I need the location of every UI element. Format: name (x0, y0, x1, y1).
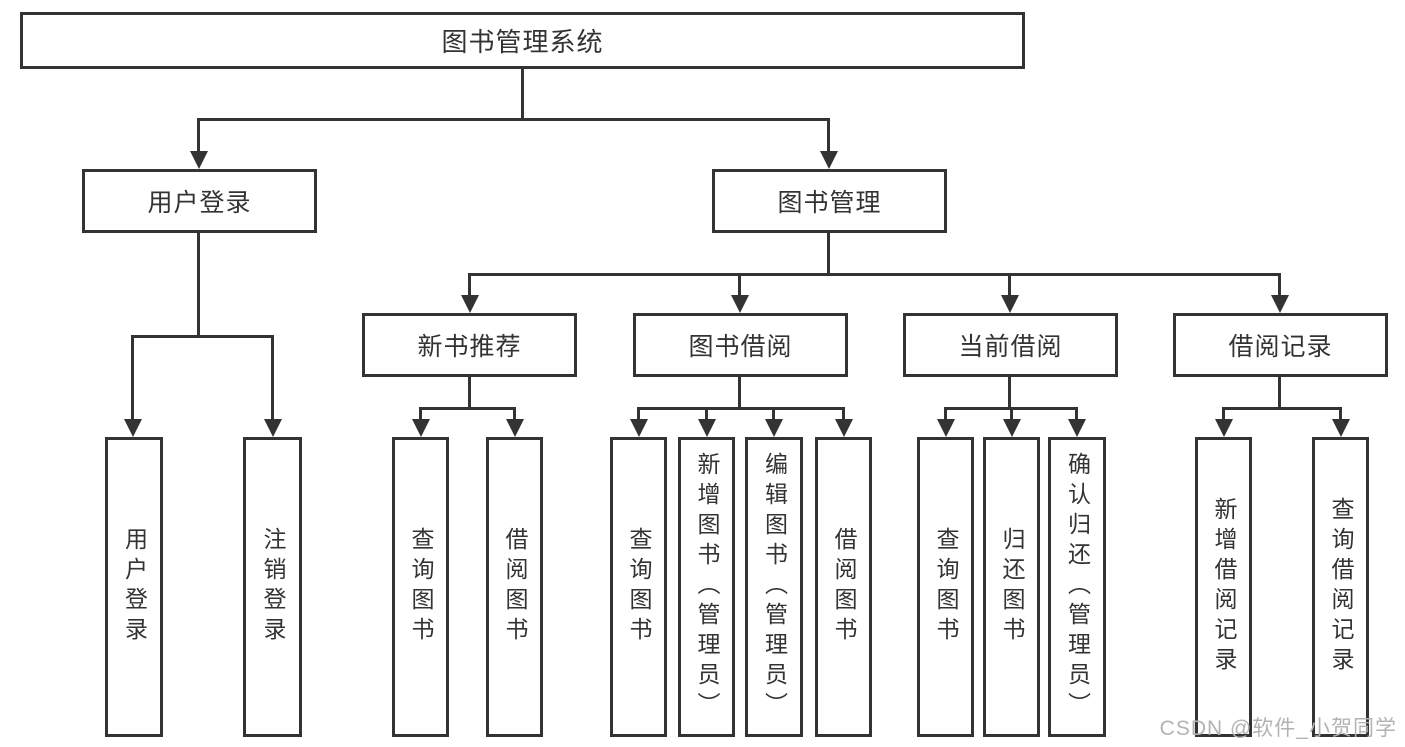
arrowhead-bb-child3 (765, 419, 783, 437)
arrowhead-nb-child2 (506, 419, 524, 437)
arrowhead-bb-child2 (698, 419, 716, 437)
line-user-login-branch (131, 335, 274, 338)
leaf-bb-query-books-label: 查询图书 (626, 527, 652, 647)
line-borrowing-branch (637, 407, 845, 410)
line-records-down (1278, 376, 1281, 407)
leaf-cb-return-books: 归还图书 (983, 437, 1040, 737)
arrowhead-cb-child1 (937, 419, 955, 437)
leaf-nb-borrow-books: 借阅图书 (486, 437, 543, 737)
arrowhead-to-borrow-records (1271, 295, 1289, 313)
line-to-new-books (468, 273, 471, 297)
node-user-login: 用户登录 (82, 169, 317, 233)
leaf-bb-query-books: 查询图书 (610, 437, 667, 737)
leaf-nb-query-books-label: 查询图书 (408, 527, 434, 647)
node-current-borrowing: 当前借阅 (903, 313, 1118, 377)
node-book-mgmt: 图书管理 (712, 169, 947, 233)
arrowhead-rc-child1 (1215, 419, 1233, 437)
leaf-cb-confirm-return-admin: 确认归还（管理员） (1048, 437, 1106, 737)
leaf-rc-query-record-label: 查询借阅记录 (1328, 497, 1354, 677)
line-rc-child1 (1222, 407, 1225, 421)
leaf-rc-add-record: 新增借阅记录 (1195, 437, 1252, 737)
line-to-current-borrow (1008, 273, 1011, 297)
line-book-mgmt-down (827, 232, 830, 273)
leaf-bb-add-books-admin-label: 新增图书（管理员） (694, 452, 720, 722)
line-user-login-down (197, 232, 200, 335)
line-nb-child2 (513, 407, 516, 421)
line-bb-child2 (705, 407, 708, 421)
csdn-watermark: CSDN @软件_小贺同学 (1159, 717, 1397, 740)
arrowhead-bb-child4 (835, 419, 853, 437)
arrowhead-to-logout-leaf (264, 419, 282, 437)
line-book-mgmt-branch (468, 273, 1281, 276)
arrowhead-bb-child1 (630, 419, 648, 437)
line-borrowing-down (738, 376, 741, 407)
leaf-bb-add-books-admin: 新增图书（管理员） (678, 437, 735, 737)
line-bb-child4 (842, 407, 845, 421)
line-level1-branch (197, 118, 830, 121)
line-current-down (1008, 376, 1011, 407)
line-bb-child3 (772, 407, 775, 421)
leaf-rc-query-record: 查询借阅记录 (1312, 437, 1369, 737)
leaf-user-login-label: 用户登录 (121, 527, 148, 647)
line-cb-child3 (1075, 407, 1078, 421)
line-to-logout-leaf (271, 335, 274, 421)
line-root-trunk (521, 69, 524, 118)
arrowhead-to-user-login (190, 151, 208, 169)
line-cb-child2 (1010, 407, 1013, 421)
node-book-borrowing: 图书借阅 (633, 313, 848, 377)
leaf-bb-borrow-books-label: 借阅图书 (831, 527, 857, 647)
leaf-cb-confirm-return-admin-label: 确认归还（管理员） (1064, 452, 1091, 722)
arrowhead-cb-child3 (1068, 419, 1086, 437)
leaf-bb-edit-books-admin: 编辑图书（管理员） (745, 437, 803, 737)
leaf-rc-add-record-label: 新增借阅记录 (1211, 497, 1237, 677)
arrowhead-rc-child2 (1332, 419, 1350, 437)
leaf-cb-return-books-label: 归还图书 (999, 527, 1025, 647)
leaf-logout-label: 注销登录 (260, 527, 286, 647)
line-new-books-down (468, 376, 471, 407)
line-nb-child1 (419, 407, 422, 421)
line-bb-child1 (637, 407, 640, 421)
line-to-user-login (197, 118, 200, 152)
leaf-user-login: 用户登录 (105, 437, 163, 737)
arrowhead-to-current-borrow (1001, 295, 1019, 313)
line-rc-child2 (1339, 407, 1342, 421)
line-new-books-branch (419, 407, 516, 410)
leaf-nb-query-books: 查询图书 (392, 437, 449, 737)
arrowhead-cb-child2 (1003, 419, 1021, 437)
node-new-book-recommend: 新书推荐 (362, 313, 577, 377)
line-to-book-mgmt (827, 118, 830, 152)
line-cb-child1 (944, 407, 947, 421)
node-library-system: 图书管理系统 (20, 12, 1025, 69)
leaf-nb-borrow-books-label: 借阅图书 (502, 527, 528, 647)
arrowhead-to-borrowing (731, 295, 749, 313)
arrowhead-to-new-books (461, 295, 479, 313)
leaf-cb-query-books-label: 查询图书 (933, 527, 959, 647)
arrowhead-to-login-leaf (124, 419, 142, 437)
leaf-cb-query-books: 查询图书 (917, 437, 974, 737)
node-borrowing-records: 借阅记录 (1173, 313, 1388, 377)
line-to-borrow-records (1278, 273, 1281, 297)
leaf-logout: 注销登录 (243, 437, 302, 737)
line-records-branch (1222, 407, 1342, 410)
arrowhead-to-book-mgmt (820, 151, 838, 169)
leaf-bb-edit-books-admin-label: 编辑图书（管理员） (761, 452, 788, 722)
arrowhead-nb-child1 (412, 419, 430, 437)
line-to-login-leaf (131, 335, 134, 421)
leaf-bb-borrow-books: 借阅图书 (815, 437, 872, 737)
line-to-borrowing (738, 273, 741, 297)
